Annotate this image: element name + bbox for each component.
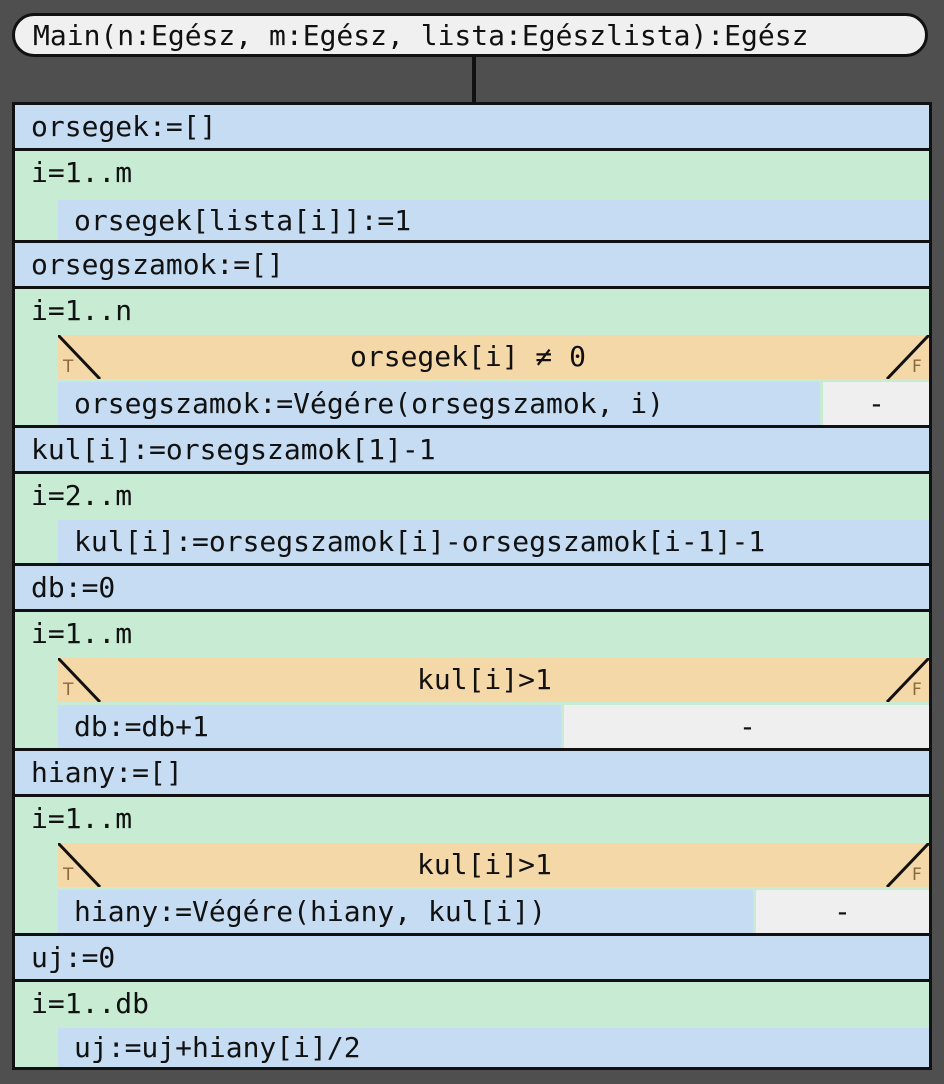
true-label: T bbox=[63, 680, 74, 700]
condition-text: kul[i]>1 bbox=[417, 663, 552, 696]
condition-2-false-branch[interactable]: - bbox=[564, 705, 929, 748]
condition-text: kul[i]>1 bbox=[417, 848, 552, 881]
statement-text: orsegek:=[] bbox=[31, 110, 217, 143]
statement-hiany-init[interactable]: hiany:=[] bbox=[15, 751, 929, 794]
loop-header: i=1..m bbox=[31, 617, 133, 650]
loop-header: i=1..m bbox=[31, 156, 133, 189]
loop-6-body[interactable]: uj:=uj+hiany[i]/2 bbox=[58, 1028, 929, 1067]
statement-kul-first[interactable]: kul[i]:=orsegszamok[1]-1 bbox=[15, 428, 929, 471]
statement-text: uj:=uj+hiany[i]/2 bbox=[74, 1031, 361, 1064]
false-label: F bbox=[912, 680, 922, 700]
condition-3-false-branch[interactable]: - bbox=[756, 890, 929, 933]
statement-text: kul[i]:=orsegszamok[1]-1 bbox=[31, 433, 436, 466]
condition-3-true-branch[interactable]: hiany:=Végére(hiany, kul[i]) bbox=[58, 890, 753, 933]
statement-uj-init[interactable]: uj:=0 bbox=[15, 936, 929, 979]
false-label: F bbox=[912, 357, 922, 377]
statement-text: orsegszamok:=Végére(orsegszamok, i) bbox=[74, 387, 665, 420]
condition-text: orsegek[i] ≠ 0 bbox=[350, 340, 587, 373]
false-label: F bbox=[912, 865, 922, 885]
condition-2[interactable]: kul[i]>1 T F bbox=[58, 658, 929, 702]
condition-1-true-branch[interactable]: orsegszamok:=Végére(orsegszamok, i) bbox=[58, 382, 820, 425]
true-label: T bbox=[63, 865, 74, 885]
loop-header: i=1..n bbox=[31, 294, 133, 327]
true-label: T bbox=[63, 357, 74, 377]
statement-db-init[interactable]: db:=0 bbox=[15, 566, 929, 609]
statement-text: uj:=0 bbox=[31, 941, 116, 974]
statement-text: db:=db+1 bbox=[74, 710, 209, 743]
statement-orsegek-init[interactable]: orsegek:=[] bbox=[15, 105, 929, 148]
condition-2-true-branch[interactable]: db:=db+1 bbox=[58, 705, 561, 748]
statement-text: hiany:=[] bbox=[31, 756, 183, 789]
header-connector bbox=[472, 57, 476, 102]
empty-branch-text: - bbox=[868, 387, 885, 420]
function-signature: Main(n:Egész, m:Egész, lista:Egészlista)… bbox=[33, 18, 809, 52]
statement-text: orsegek[lista[i]]:=1 bbox=[74, 204, 412, 237]
loop-header: i=1..m bbox=[31, 802, 133, 835]
condition-1[interactable]: orsegek[i] ≠ 0 T F bbox=[58, 335, 929, 379]
condition-3[interactable]: kul[i]>1 T F bbox=[58, 843, 929, 887]
empty-branch-text: - bbox=[834, 895, 851, 928]
statement-text: kul[i]:=orsegszamok[i]-orsegszamok[i-1]-… bbox=[74, 525, 766, 558]
statement-text: hiany:=Végére(hiany, kul[i]) bbox=[74, 895, 547, 928]
statement-orsegszamok-init[interactable]: orsegszamok:=[] bbox=[15, 243, 929, 286]
loop-1-body[interactable]: orsegek[lista[i]]:=1 bbox=[58, 200, 929, 240]
function-header: Main(n:Egész, m:Egész, lista:Egészlista)… bbox=[12, 13, 928, 57]
condition-1-false-branch[interactable]: - bbox=[823, 382, 929, 425]
loop-header: i=1..db bbox=[31, 987, 150, 1020]
loop-3-body[interactable]: kul[i]:=orsegszamok[i]-orsegszamok[i-1]-… bbox=[58, 520, 929, 563]
structogram: orsegek:=[] i=1..m orsegek[lista[i]]:=1 … bbox=[12, 102, 932, 1070]
loop-header: i=2..m bbox=[31, 479, 133, 512]
statement-text: db:=0 bbox=[31, 571, 116, 604]
statement-text: orsegszamok:=[] bbox=[31, 248, 284, 281]
empty-branch-text: - bbox=[739, 710, 756, 743]
